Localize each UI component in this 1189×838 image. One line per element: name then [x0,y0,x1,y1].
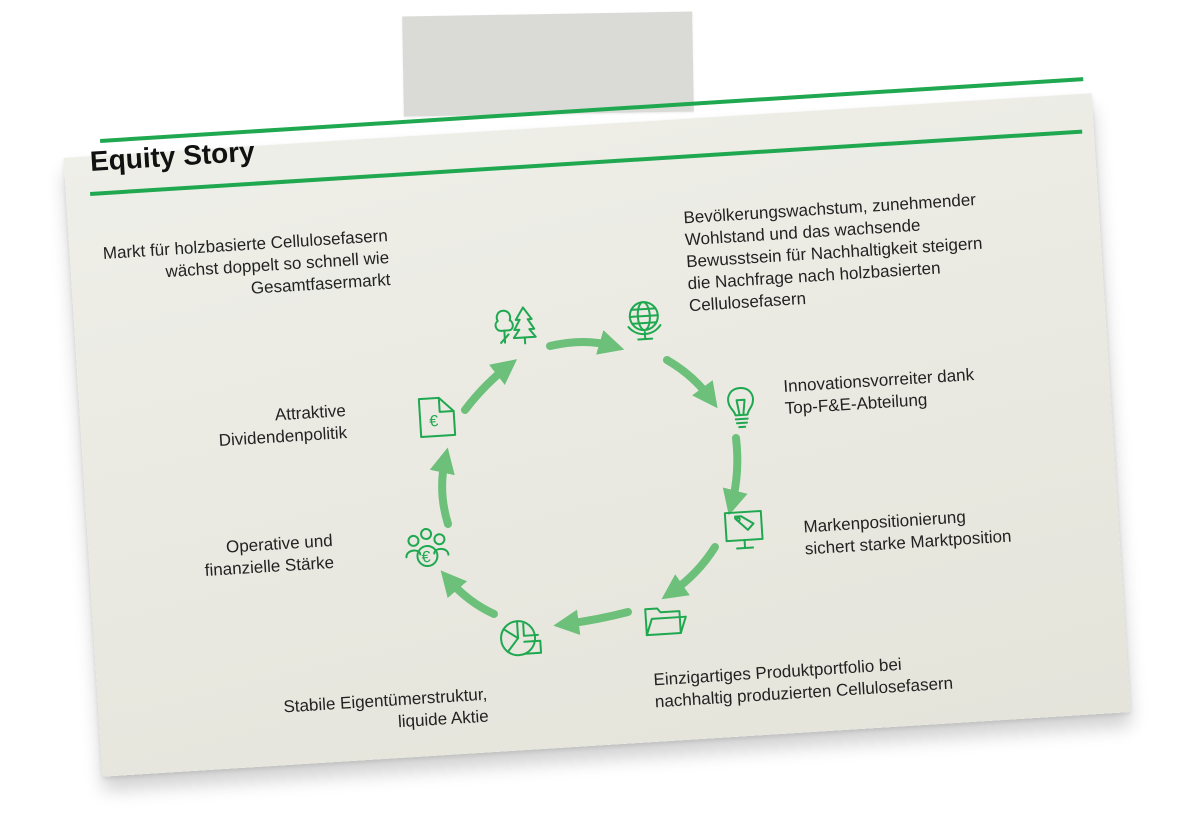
globe-icon [621,295,670,344]
euro-symbol: € [429,413,439,431]
forest-icon [491,301,540,350]
monitor-tag-icon [721,507,770,556]
arrow-forest-to-globe [546,330,625,355]
label-dividend-policy: Attraktive Dividendenpolitik [218,401,348,450]
arrow-pie-to-people [440,570,498,618]
euro-document-icon: € [413,393,462,442]
people-euro-icon: € [403,525,452,574]
lightbulb-icon [717,383,766,432]
arrow-monitor-to-folder [661,543,719,600]
arrow-document-to-forest [461,359,518,414]
arrow-bulb-to-monitor [722,434,748,516]
arrow-people-to-document [429,447,455,528]
arrow-folder-to-pie [553,608,632,636]
label-operational-strength: Operative und finanzielle Stärke [204,530,335,581]
pie-chart-icon [497,613,546,662]
label-population-growth: Bevölkerungswachstum, zunehmender Wohlst… [682,190,983,316]
arrow-globe-to-bulb [663,356,718,409]
euro-symbol: € [421,549,431,567]
folder-icon [641,597,690,646]
